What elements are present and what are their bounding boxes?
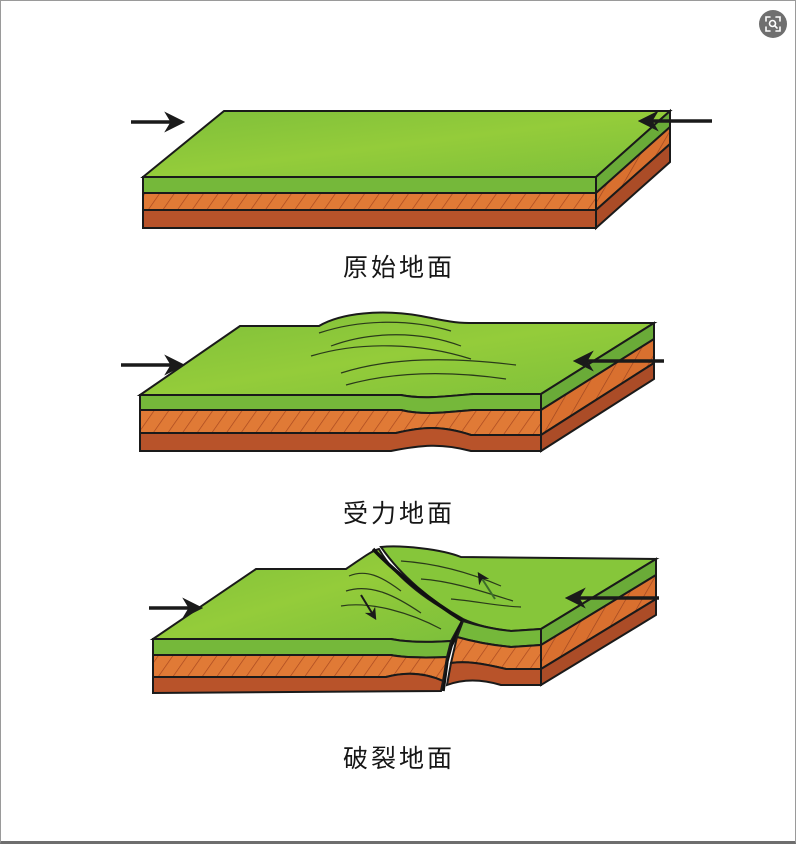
arrow-slip-down [360, 594, 377, 621]
block-stressed-soil-layer [139, 409, 542, 436]
block-fractured-left-rock-layer [152, 672, 445, 695]
block-fractured [149, 545, 660, 695]
block-original-side-rock [595, 141, 671, 231]
block-stressed-rock-layer [139, 427, 542, 452]
block-original-rock-layer [142, 209, 597, 229]
block-fractured-side-rock [540, 597, 657, 687]
block-stressed [136, 311, 658, 453]
block-original [140, 108, 673, 231]
block-original-grass-layer [142, 176, 597, 194]
fullscreen-zoom-icon [765, 16, 781, 32]
arrow-slip-up [477, 571, 496, 600]
block-stressed-side-rock [540, 361, 655, 453]
caption-stressed: 受力地面 [342, 499, 455, 528]
zoom-button[interactable] [759, 10, 787, 38]
caption-original: 原始地面 [342, 253, 455, 282]
caption-fractured: 破裂地面 [342, 744, 455, 773]
block-original-soil-layer [142, 192, 597, 211]
block-original-top [140, 110, 673, 178]
